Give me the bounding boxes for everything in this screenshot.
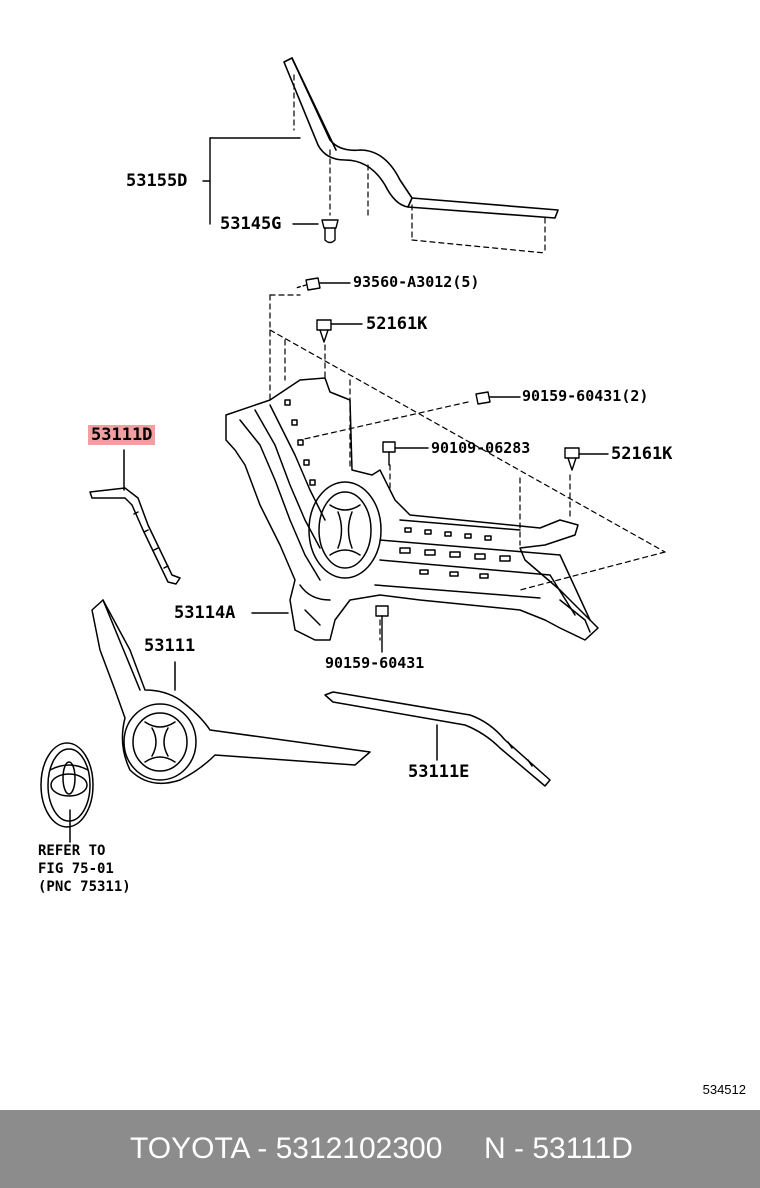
label-52161K-top: 52161K [366,314,428,334]
parts-diagram [40,57,666,843]
figure-number: 534512 [702,1082,746,1097]
footer-ref: N - 53111D [484,1132,633,1165]
refer-note-line3: (PNC 75311) [38,879,131,895]
bolt-90109 [382,441,429,466]
leader-53155D [202,137,319,225]
refer-note-line2: FIG 75-01 [38,861,114,877]
label-90159-60431-2: 90159-60431(2) [522,387,649,405]
label-53111E: 53111E [408,762,470,782]
bolt-93560 [295,277,351,291]
label-90109-06283: 90109-06283 [431,439,531,457]
grille-frame-53111 [91,599,371,785]
bolt-90159-2 [475,391,521,405]
emblem [40,742,94,843]
label-53114A: 53114A [174,603,236,623]
guide-lines [269,294,666,641]
molding-53111E [324,691,551,787]
label-53111D-highlighted: 53111D [88,425,156,445]
label-53145G: 53145G [220,214,282,234]
label-90159-60431: 90159-60431 [325,654,425,672]
label-52161K-right: 52161K [611,444,673,464]
label-53155D: 53155D [126,171,188,191]
bolt-90159 [375,605,389,653]
clip-53145G [321,219,339,244]
refer-note-line1: REFER TO [38,843,106,859]
label-53111: 53111 [144,636,196,656]
footer-bar: TOYOTA - 5312102300 N - 53111D [0,1110,760,1188]
label-93560-A3012: 93560-A3012(5) [353,273,480,291]
grille-53114A [225,377,599,641]
molding-53155D [283,57,559,254]
molding-53111D [89,449,181,585]
clip-52161K-right [564,447,609,471]
footer-brand-part: TOYOTA - 5312102300 [130,1132,443,1165]
clip-52161K-top [316,319,363,343]
